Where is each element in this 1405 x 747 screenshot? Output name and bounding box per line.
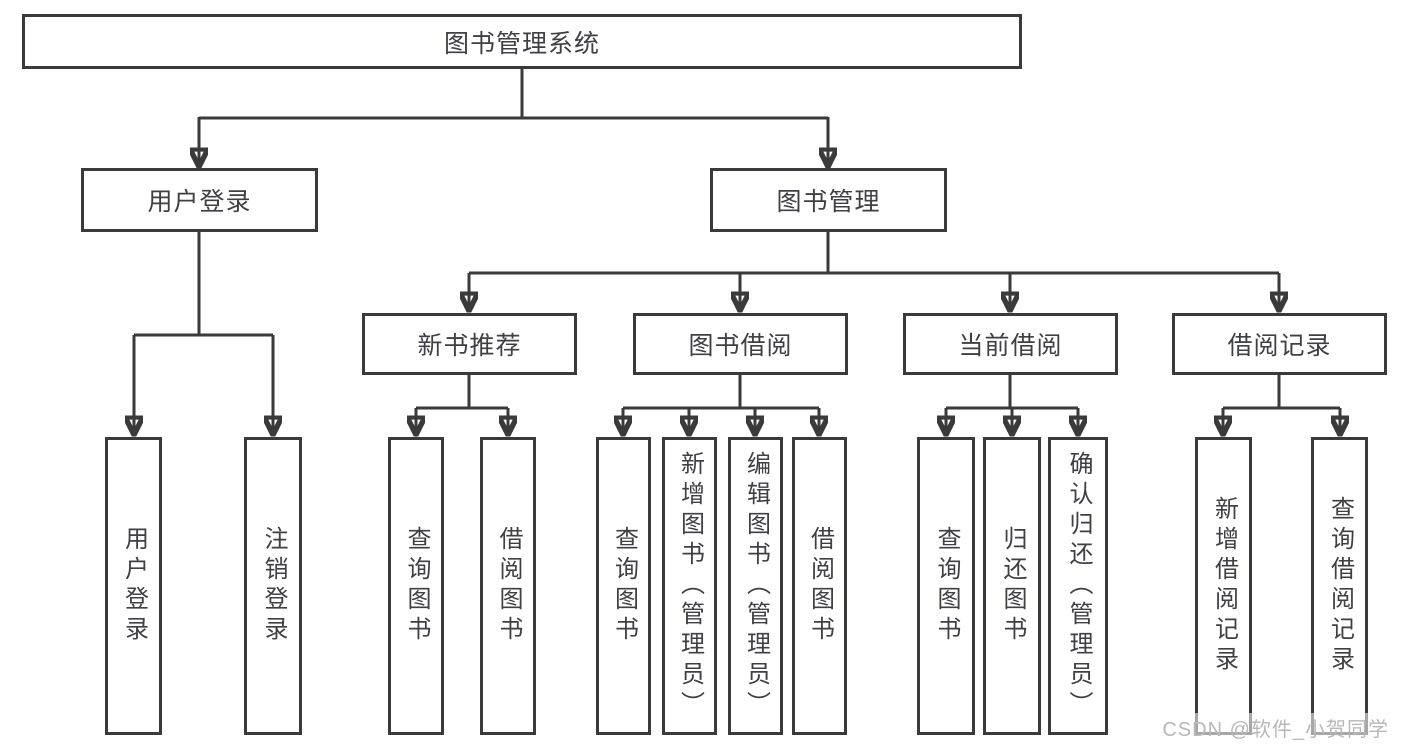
connector-new-book-trunk [416, 375, 508, 410]
node-label: 借阅记录 [1227, 332, 1332, 360]
leaf-query-borrow-record: 查询借阅记录 [1311, 437, 1368, 735]
leaf-label: 借阅图书 [806, 526, 834, 646]
leaf-query-books-recommend: 查询图书 [388, 437, 444, 735]
leaf-label: 查询图书 [403, 526, 430, 646]
leaf-confirm-return-admin: 确认归还（管理员） [1048, 437, 1108, 735]
node-label: 图书管理系统 [443, 29, 600, 58]
connector-root-trunk [199, 69, 828, 120]
leaf-label: 新增图书（管理员） [676, 451, 704, 721]
node-user-login: 用户登录 [81, 168, 318, 232]
connector-borrow-record-trunk [1223, 375, 1340, 410]
leaf-label: 编辑图书（管理员） [742, 451, 770, 721]
connector-book-management-trunk [469, 232, 1279, 275]
leaf-borrow-books: 借阅图书 [792, 437, 847, 735]
node-label: 图书管理 [776, 188, 881, 216]
leaf-edit-book-admin: 编辑图书（管理员） [728, 437, 783, 735]
leaf-label: 借阅图书 [495, 526, 522, 646]
leaf-add-borrow-record: 新增借阅记录 [1195, 437, 1252, 735]
connector-book-borrow-trunk [623, 375, 819, 410]
node-book-management: 图书管理 [710, 168, 947, 232]
leaf-return-books: 归还图书 [983, 437, 1041, 735]
leaf-query-books-current: 查询图书 [917, 437, 975, 735]
leaf-label: 确认归还（管理员） [1065, 451, 1092, 721]
node-borrowing-records: 借阅记录 [1172, 313, 1387, 375]
leaf-logout: 注销登录 [244, 437, 302, 735]
node-label: 新书推荐 [417, 332, 522, 360]
leaf-label: 注销登录 [260, 526, 287, 646]
leaf-label: 用户登录 [120, 526, 148, 646]
leaf-label: 新增借阅记录 [1210, 496, 1238, 676]
node-book-borrowing: 图书借阅 [633, 313, 848, 375]
node-label: 当前借阅 [958, 332, 1063, 360]
csdn-watermark: CSDN @软件_小贺同学 [1159, 713, 1392, 742]
leaf-add-book-admin: 新增图书（管理员） [662, 437, 717, 735]
leaf-label: 归还图书 [999, 526, 1026, 646]
node-library-management-system: 图书管理系统 [22, 14, 1022, 69]
node-new-book-recommendation: 新书推荐 [362, 313, 577, 375]
leaf-user-login: 用户登录 [105, 437, 162, 735]
leaf-label: 查询图书 [610, 526, 638, 646]
node-current-borrowing: 当前借阅 [903, 313, 1118, 375]
node-label: 用户登录 [147, 188, 252, 216]
node-label: 图书借阅 [688, 332, 793, 360]
leaf-label: 查询借阅记录 [1326, 496, 1354, 676]
connector-current-borrow-trunk [946, 375, 1078, 410]
leaf-borrow-books-recommend: 借阅图书 [480, 437, 536, 735]
leaf-query-books-borrow: 查询图书 [596, 437, 651, 735]
connector-user-login-trunk [134, 232, 273, 337]
leaf-label: 查询图书 [933, 526, 960, 646]
